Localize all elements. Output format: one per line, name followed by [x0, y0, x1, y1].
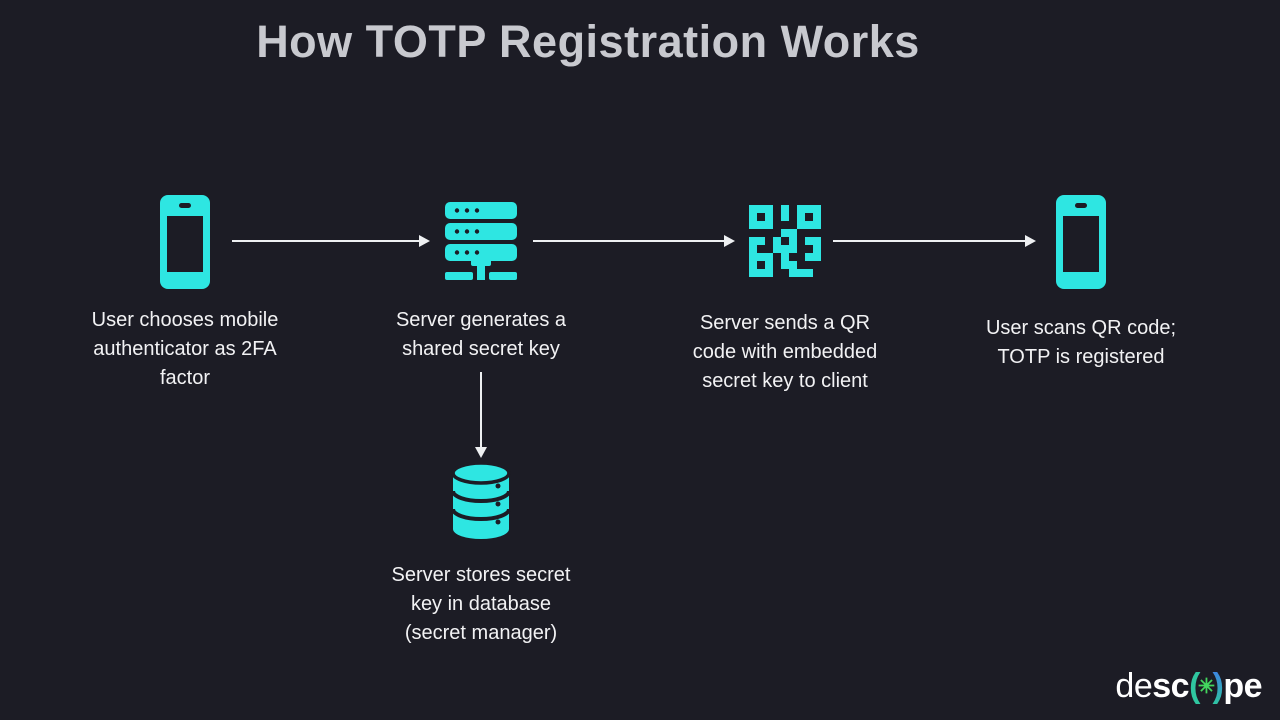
branch-label: Server stores secret key in database (se…: [391, 564, 571, 644]
arrow-right-icon: [533, 235, 735, 247]
step-label-2: Server generates a shared secret key: [395, 309, 567, 360]
logo-text-pe: pe: [1223, 667, 1262, 705]
logo-paren-left: (: [1189, 667, 1200, 705]
qr-code-icon: [749, 205, 821, 277]
logo-text-de: de: [1115, 667, 1153, 705]
smartphone-icon: [1056, 195, 1106, 289]
step-label-1: User chooses mobile authenticator as 2FA…: [91, 309, 279, 389]
database-icon: [451, 462, 511, 540]
logo-paren-right: ): [1212, 667, 1224, 705]
arrow-right-icon: [232, 235, 430, 247]
logo-text-sc: sc: [1152, 667, 1190, 705]
arrow-down-icon: [475, 372, 487, 458]
page-title: How TOTP Registration Works: [256, 16, 920, 67]
arrow-right-icon: [833, 235, 1036, 247]
descope-logo: desc(✳)pe: [1115, 667, 1262, 706]
smartphone-icon: [160, 195, 210, 289]
server-icon: [445, 202, 517, 280]
logo-asterisk-icon: ✳: [1197, 676, 1215, 699]
step-label-3: Server sends a QR code with embedded sec…: [692, 312, 878, 392]
step-label-4: User scans QR code; TOTP is registered: [985, 317, 1177, 368]
